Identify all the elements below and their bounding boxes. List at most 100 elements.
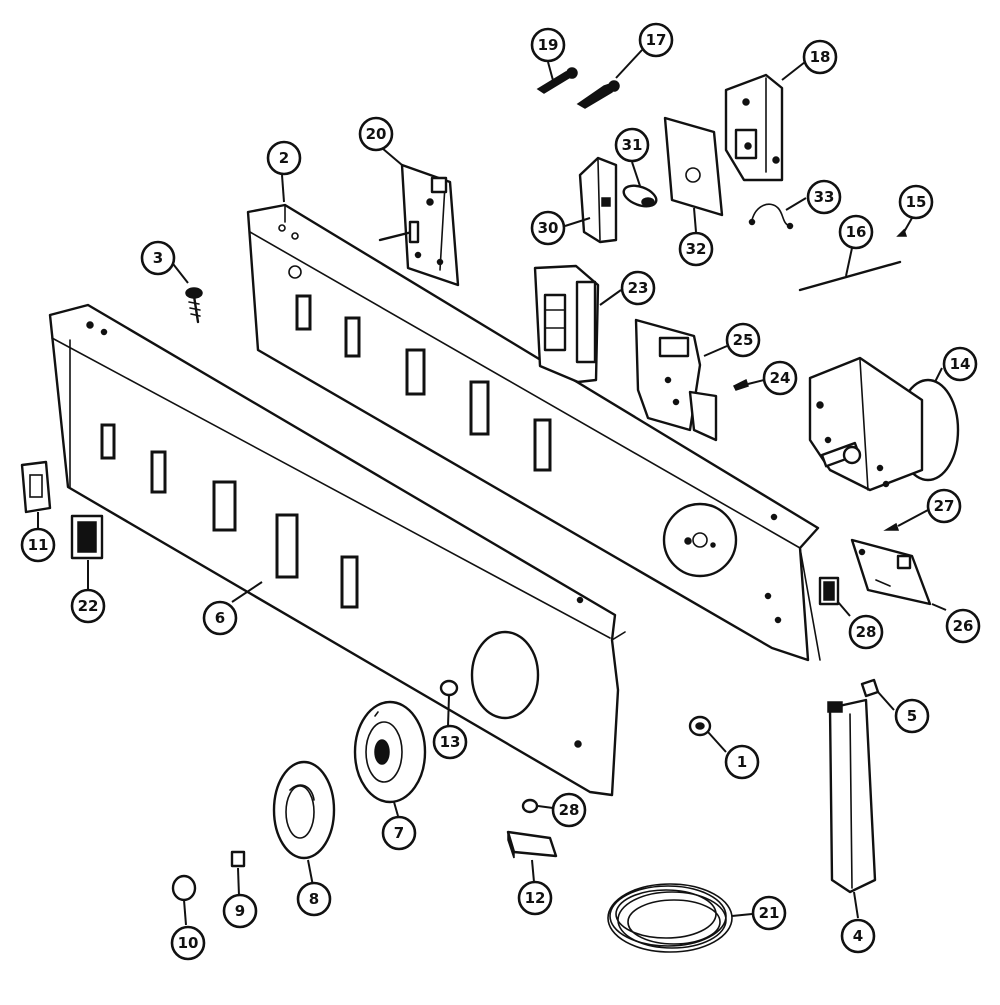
leader-lines xyxy=(37,49,947,926)
svg-text:16: 16 xyxy=(846,223,867,241)
callout-32: 32 xyxy=(678,231,714,267)
callout-31: 31 xyxy=(614,127,650,163)
callout-19: 19 xyxy=(530,27,566,63)
part-33-wire xyxy=(748,203,794,230)
svg-text:33: 33 xyxy=(814,188,835,206)
callout-6: 6 xyxy=(202,600,238,636)
callout-22: 22 xyxy=(70,588,106,624)
svg-text:21: 21 xyxy=(759,904,780,922)
part-1-nut xyxy=(688,715,712,737)
svg-text:3: 3 xyxy=(153,249,163,267)
part-28-screw xyxy=(521,798,539,814)
callout-5: 5 xyxy=(894,698,930,734)
callout-24: 24 xyxy=(762,360,798,396)
part-32-plate xyxy=(663,116,724,217)
svg-text:6: 6 xyxy=(215,609,225,627)
part-9-clip xyxy=(230,850,246,868)
callout-1: 1 xyxy=(724,744,760,780)
svg-text:7: 7 xyxy=(394,824,404,842)
part-27-screw xyxy=(883,522,900,531)
part-23-transformer xyxy=(533,264,600,384)
callout-23: 23 xyxy=(620,270,656,306)
svg-text:12: 12 xyxy=(525,889,546,907)
callout-10: 10 xyxy=(170,925,206,961)
part-7-knob xyxy=(353,700,427,804)
part-19-screw xyxy=(536,67,578,94)
callout-12: 12 xyxy=(517,880,553,916)
callout-4: 4 xyxy=(840,918,876,954)
svg-text:27: 27 xyxy=(934,497,955,515)
callout-2: 2 xyxy=(266,140,302,176)
callout-13: 13 xyxy=(432,724,468,760)
svg-text:11: 11 xyxy=(28,536,49,554)
svg-text:20: 20 xyxy=(366,125,387,143)
part-4-leg xyxy=(827,698,877,894)
svg-text:8: 8 xyxy=(309,890,319,908)
part-10-cap xyxy=(171,874,197,902)
svg-text:14: 14 xyxy=(950,355,971,373)
svg-text:28: 28 xyxy=(856,623,877,641)
svg-text:25: 25 xyxy=(733,331,754,349)
svg-text:32: 32 xyxy=(686,240,707,258)
callout-27: 27 xyxy=(926,488,962,524)
part-16-rod xyxy=(798,260,902,292)
svg-text:30: 30 xyxy=(538,219,559,237)
part-11-switch xyxy=(20,460,52,514)
callout-25: 25 xyxy=(725,322,761,358)
callout-33: 33 xyxy=(806,179,842,215)
part-14-motor xyxy=(808,356,960,492)
svg-text:23: 23 xyxy=(628,279,649,297)
callout-15: 15 xyxy=(898,184,934,220)
callout-3: 3 xyxy=(140,240,176,276)
callout-9: 9 xyxy=(222,893,258,929)
svg-text:13: 13 xyxy=(440,733,461,751)
svg-text:2: 2 xyxy=(279,149,289,167)
callout-17: 17 xyxy=(638,22,674,58)
callout-18: 18 xyxy=(802,39,838,75)
part-6-front-panel xyxy=(48,303,626,797)
svg-text:5: 5 xyxy=(907,707,917,725)
svg-text:22: 22 xyxy=(78,597,99,615)
svg-text:19: 19 xyxy=(538,36,559,54)
svg-text:24: 24 xyxy=(770,369,791,387)
svg-text:26: 26 xyxy=(953,617,974,635)
part-29-switch xyxy=(818,576,840,606)
part-2-rear-panel xyxy=(246,203,821,662)
part-24-screw xyxy=(732,378,749,391)
callout-16: 16 xyxy=(838,214,874,250)
callout-14: 14 xyxy=(942,346,978,382)
svg-text:17: 17 xyxy=(646,31,667,49)
callout-20: 20 xyxy=(358,116,394,152)
part-12-block xyxy=(506,830,558,859)
part-20-bracket xyxy=(378,163,460,287)
part-5-clip xyxy=(860,678,880,698)
part-13-screw xyxy=(439,679,459,697)
callout-28-bottom: 28 xyxy=(551,792,587,828)
svg-text:4: 4 xyxy=(853,927,863,945)
part-26-board xyxy=(850,538,932,606)
part-18-switch xyxy=(724,73,784,182)
callout-28-right: 28 xyxy=(848,614,884,650)
svg-text:1: 1 xyxy=(737,753,747,771)
callout-7: 7 xyxy=(381,815,417,851)
part-21-wire-harness xyxy=(607,883,733,953)
svg-text:10: 10 xyxy=(178,934,199,952)
part-3-screw xyxy=(185,287,203,324)
callout-8: 8 xyxy=(296,881,332,917)
svg-text:18: 18 xyxy=(810,48,831,66)
callout-21: 21 xyxy=(751,895,787,931)
part-31-clip xyxy=(622,184,658,208)
part-30-bracket xyxy=(578,156,618,244)
callout-30: 30 xyxy=(530,210,566,246)
part-25-bracket xyxy=(634,318,718,442)
svg-text:15: 15 xyxy=(906,193,927,211)
callout-26: 26 xyxy=(945,608,981,644)
part-8-knob xyxy=(272,760,336,860)
part-22-switch xyxy=(70,514,104,560)
svg-text:31: 31 xyxy=(622,136,643,154)
svg-text:9: 9 xyxy=(235,902,245,920)
svg-text:28: 28 xyxy=(559,801,580,819)
part-17-screw xyxy=(576,80,620,109)
callout-11: 11 xyxy=(20,527,56,563)
